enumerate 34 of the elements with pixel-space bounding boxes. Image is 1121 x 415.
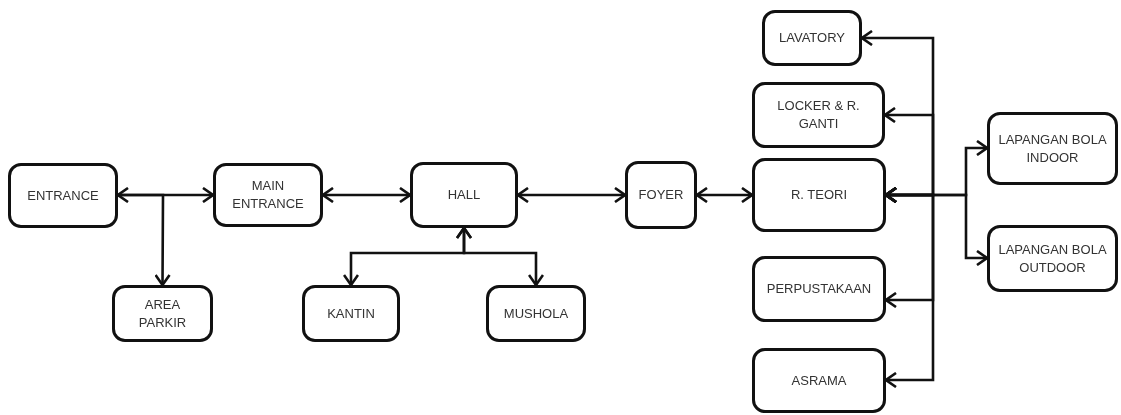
box-label: LAPANGAN BOLA INDOOR xyxy=(997,130,1108,167)
process-box xyxy=(752,348,886,413)
process-box xyxy=(752,82,885,148)
process-box xyxy=(486,285,586,342)
arrow xyxy=(884,186,935,389)
arrow xyxy=(116,186,215,204)
process-box xyxy=(987,112,1118,185)
process-box xyxy=(762,10,862,66)
box-label: LOCKER & R. GANTI xyxy=(776,97,861,133)
box-label: MAIN ENTRANCE xyxy=(231,177,305,213)
process-box xyxy=(302,285,400,342)
box-label: LAVATORY xyxy=(779,29,845,47)
process-box xyxy=(987,225,1118,292)
box-label: KANTIN xyxy=(327,304,375,323)
box-label: AREA PARKIR xyxy=(137,295,188,332)
process-box xyxy=(410,162,518,228)
box-label: ASRAMA xyxy=(791,371,847,390)
arrow xyxy=(455,226,545,287)
box-label: MUSHOLA xyxy=(503,304,569,323)
process-box xyxy=(213,163,323,227)
arrow xyxy=(321,186,412,204)
process-box xyxy=(112,285,213,342)
arrow xyxy=(516,186,627,204)
process-box xyxy=(752,256,886,322)
process-box xyxy=(8,163,118,228)
process-box xyxy=(625,161,697,229)
process-box xyxy=(752,158,886,232)
box-label: PERPUSTAKAAN xyxy=(766,280,872,298)
arrow xyxy=(695,186,754,204)
box-label: ENTRANCE xyxy=(27,186,99,205)
box-label: HALL xyxy=(447,186,481,204)
box-label: R. TEORI xyxy=(790,186,848,204)
box-label: FOYER xyxy=(638,186,684,204)
box-label: LAPANGAN BOLA OUTDOOR xyxy=(997,240,1108,277)
